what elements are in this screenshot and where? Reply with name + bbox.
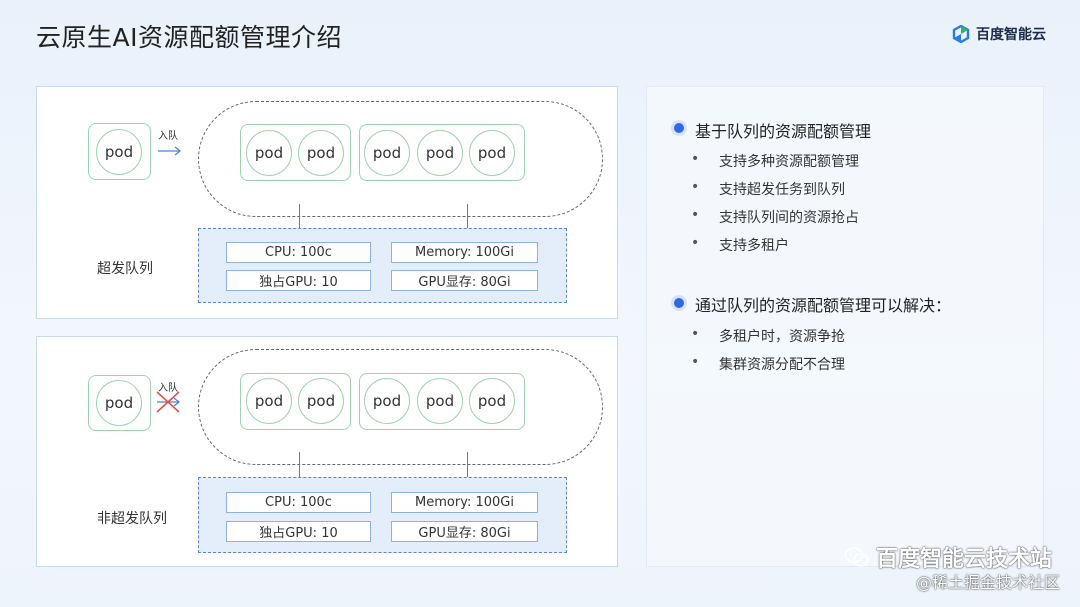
pod-label: pod [306,392,336,410]
pod-label: pod [477,392,507,410]
enqueue-blocked-icon [156,391,180,413]
queued-pod: pod [298,378,344,424]
quota-box [198,228,567,303]
pod-label: pod [104,143,134,161]
pod-label: pod [425,144,455,162]
feature-item: 支持队列间的资源抢占 [691,207,859,227]
quota-cpu: CPU: 100c [226,242,371,263]
brand-logo: 百度智能云 [952,24,1046,44]
feature-item: 支持超发任务到队列 [691,179,845,199]
quota-cpu: CPU: 100c [226,492,371,513]
feature-item-text: 集群资源分配不合理 [719,357,845,373]
wechat-icon [844,547,869,567]
queued-pod: pod [246,378,292,424]
pod-label: pod [425,392,455,410]
watermark-channel: 百度智能云技术站 [844,541,1052,573]
queue-label: 非超发队列 [97,511,167,527]
quota-gpu-memory: GPU显存: 80Gi [391,521,538,542]
pod-label: pod [306,144,336,162]
enqueue-label: 入队 [158,131,178,142]
feature-item-text: 支持超发任务到队列 [719,182,845,198]
non-oversubscribed-queue-panel: pod 入队 pod pod pod pod pod CPU: 100c Mem… [36,336,618,567]
queued-pod: pod [298,130,344,176]
connector-line [467,452,468,478]
quota-gpu: 独占GPU: 10 [226,521,371,542]
quota-gpu-memory: GPU显存: 80Gi [391,270,538,291]
pod-label: pod [372,392,402,410]
queued-pod: pod [417,378,463,424]
pod-label: pod [254,144,284,162]
feature-item-text: 支持队列间的资源抢占 [719,210,859,226]
feature-item-text: 支持多种资源配额管理 [719,154,859,170]
page-title: 云原生AI资源配额管理介绍 [36,23,342,52]
pod-label: pod [254,392,284,410]
queue-label: 超发队列 [97,261,153,277]
queued-pod: pod [469,130,515,176]
brand-name: 百度智能云 [976,27,1046,43]
feature-section-title: 通过队列的资源配额管理可以解决： [695,296,952,315]
feature-item: 支持多租户 [691,235,789,255]
feature-item-text: 支持多租户 [719,238,789,254]
feature-item: 多租户时，资源争抢 [691,326,845,346]
queue-pool [198,101,603,217]
feature-item: 支持多种资源配额管理 [691,151,859,171]
feature-item: 集群资源分配不合理 [691,354,845,374]
connector-line [299,452,300,478]
watermark-text: 百度智能云技术站 [875,547,1052,572]
bullet-dot-icon [674,298,684,308]
baidu-cloud-logo-icon [952,25,970,43]
quota-memory: Memory: 100Gi [391,242,538,263]
quota-memory: Memory: 100Gi [391,492,538,513]
queued-pod: pod [417,130,463,176]
quota-gpu: 独占GPU: 10 [226,270,371,291]
queued-pod: pod [469,378,515,424]
queued-pod: pod [364,378,410,424]
incoming-pod: pod [96,129,142,175]
queued-pod: pod [246,130,292,176]
bullet-dot-icon [674,123,684,133]
enqueue-label: 入队 [158,383,178,394]
pod-label: pod [372,144,402,162]
oversubscribed-queue-panel: pod 入队 pod pod pod pod pod CPU: 100c Mem… [36,86,618,319]
feature-item-text: 多租户时，资源争抢 [719,329,845,345]
watermark-community: @稀土掘金技术社区 [915,573,1060,592]
feature-panel: 基于队列的资源配额管理 支持多种资源配额管理 支持超发任务到队列 支持队列间的资… [646,86,1044,567]
enqueue-arrow-icon [158,146,181,156]
queue-pool [198,349,603,465]
connector-line [299,204,300,229]
queued-pod: pod [364,130,410,176]
feature-section-title: 基于队列的资源配额管理 [695,122,872,141]
pod-label: pod [477,144,507,162]
connector-line [467,204,468,229]
incoming-pod: pod [96,380,142,426]
pod-label: pod [104,394,134,412]
